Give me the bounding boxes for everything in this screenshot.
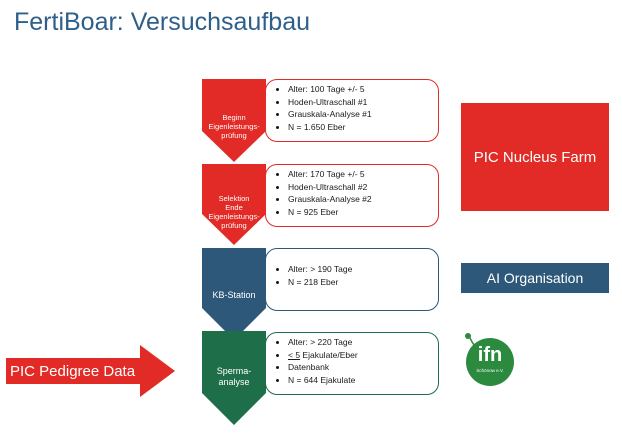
stage-label-1: Beginn Eigenleistungs- prüfung [202,113,266,140]
ifn-logo-text: ifn [477,344,503,366]
stage-4-detail-count: N = 644 Ejakulate [288,374,432,387]
stage-4-detail-ejaculates-limit: < 5 [288,349,301,360]
stage-1-line-2: Eigenleistungs- [208,122,260,131]
pedigree-arrow [6,345,175,397]
stage-chevron-3 [202,248,266,340]
stage-2-detail-age: Alter: 170 Tage +/- 5 [288,168,432,181]
stage-label-2: Selektion Ende Eigenleistungs- prüfung [202,194,266,230]
stage-1-line-3: prüfung [221,131,247,140]
stage-2-line-1: Selektion [218,194,250,203]
stage-2-line-2: Ende [225,203,243,212]
stage-label-4: Sperma- analyse [202,366,266,388]
stage-2-line-3: Eigenleistungs- [208,212,260,221]
stage-chevron-2 [202,164,266,245]
stage-1-details: Alter: 100 Tage +/- 5 Hoden-Ultraschall … [265,79,439,142]
pic-pedigree-data-label: PIC Pedigree Data [10,362,136,380]
stage-1-line-1: Beginn [222,113,246,122]
stage-chevron-4 [202,331,266,425]
stage-4-details: Alter: > 220 Tage < 5 Ejakulate/Eber Dat… [265,332,439,395]
page-title: FertiBoar: Versuchsaufbau [14,8,310,36]
stage-4-detail-age: Alter: > 220 Tage [288,336,432,349]
ifn-logo-subtext: Schönow e.V. [476,368,504,373]
stage-1-detail-grayscale: Grauskala-Analyse #1 [288,108,432,121]
stage-3-line-1: KB-Station [212,290,256,300]
stage-4-line-2: analyse [218,377,250,387]
stage-label-3: KB-Station [202,290,266,301]
stage-1-detail-ultrasound: Hoden-Ultraschall #1 [288,96,432,109]
stage-2-details: Alter: 170 Tage +/- 5 Hoden-Ultraschall … [265,164,439,227]
ifn-logo-dot [465,333,471,339]
stage-1-detail-count: N = 1.650 Eber [288,121,432,134]
stage-1-detail-age: Alter: 100 Tage +/- 5 [288,83,432,96]
ifn-logo-swoosh [469,337,479,351]
stage-4-detail-ejaculates-rest: Ejakulate/Eber [300,349,358,360]
stage-2-detail-grayscale: Grauskala-Analyse #2 [288,193,432,206]
pic-nucleus-farm-box: PIC Nucleus Farm [461,103,609,211]
stage-4-detail-ejaculates: < 5 Ejakulate/Eber [288,349,432,362]
stage-2-line-4: prüfung [221,221,247,230]
stage-4-line-1: Sperma- [216,366,252,376]
stage-2-detail-ultrasound: Hoden-Ultraschall #2 [288,181,432,194]
stage-3-details: Alter: > 190 Tage N = 218 Eber [265,248,439,311]
ai-organisation-box: AI Organisation [461,263,609,293]
stage-chevron-1 [202,79,266,162]
stage-4-detail-database: Datenbank [288,361,432,374]
stage-3-detail-count: N = 218 Eber [288,276,432,289]
stage-3-detail-age: Alter: > 190 Tage [288,263,432,276]
stage-2-detail-count: N = 925 Eber [288,206,432,219]
